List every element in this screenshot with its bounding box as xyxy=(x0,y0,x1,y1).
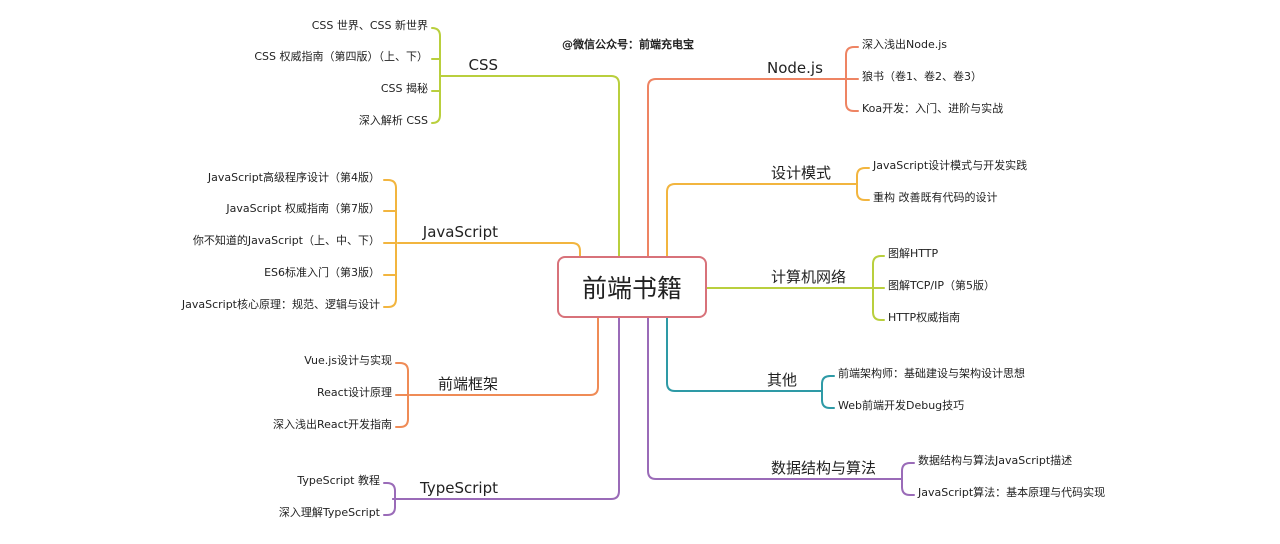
connector-1 xyxy=(397,242,581,257)
bracket-arm-0-3 xyxy=(431,114,441,124)
bracket-arm-4-2 xyxy=(845,102,859,112)
bracket-arm-1-0 xyxy=(383,179,397,189)
leaf-label: 狼书（卷1、卷2、卷3） xyxy=(862,70,982,83)
leaf-label: 图解HTTP xyxy=(888,247,939,260)
bracket-arm-8-0 xyxy=(901,462,915,472)
bracket-arm-3-1 xyxy=(383,506,396,516)
bracket-arm-5-1 xyxy=(856,191,870,201)
bracket-arm-5-0 xyxy=(856,167,870,177)
bracket-arm-2-0 xyxy=(395,362,409,372)
leaf-label: 图解TCP/IP（第5版） xyxy=(888,279,995,292)
bracket-arm-7-0 xyxy=(821,375,835,385)
leaf-label: JavaScript设计模式与开发实践 xyxy=(873,159,1028,172)
leaf-label: 深入解析 CSS xyxy=(358,114,428,127)
leaf-label: 数据结构与算法JavaScript描述 xyxy=(918,454,1073,467)
bracket-arm-4-0 xyxy=(845,46,859,56)
connector-4 xyxy=(647,78,847,257)
branch-label: 数据结构与算法 xyxy=(771,459,877,477)
leaf-label: 你不知道的JavaScript（上、中、下） xyxy=(192,234,380,247)
bracket-arm-0-0 xyxy=(431,27,441,37)
leaf-label: 重构 改善既有代码的设计 xyxy=(873,191,998,204)
leaf-label: CSS 权威指南（第四版）（上、下） xyxy=(254,50,428,63)
leaf-label: 前端架构师：基础建设与架构设计思想 xyxy=(838,367,1025,380)
branch-label: CSS xyxy=(468,56,498,74)
branch-label: 设计模式 xyxy=(771,164,832,182)
connector-7 xyxy=(666,317,823,392)
leaf-label: TypeScript 教程 xyxy=(297,474,380,487)
leaf-label: 深入理解TypeScript xyxy=(278,506,380,519)
connector-3 xyxy=(392,317,620,500)
branch-label: 其他 xyxy=(767,371,798,389)
leaf-label: JavaScript 权威指南（第7版） xyxy=(226,202,380,215)
branch-label: TypeScript xyxy=(420,479,498,497)
root-node: 前端书籍 xyxy=(557,256,707,318)
bracket-arm-8-1 xyxy=(901,486,915,496)
bracket-arm-3-0 xyxy=(383,482,396,492)
credit-text: @微信公众号：前端充电宝 xyxy=(562,38,694,51)
leaf-label: HTTP权威指南 xyxy=(888,311,961,324)
leaf-label: JavaScript核心原理：规范、逻辑与设计 xyxy=(181,298,380,311)
leaf-label: 深入浅出Node.js xyxy=(862,38,947,51)
branch-label: Node.js xyxy=(767,59,823,77)
connector-2 xyxy=(409,317,599,396)
leaf-label: JavaScript高级程序设计（第4版） xyxy=(207,171,380,184)
leaf-label: Koa开发：入门、进阶与实战 xyxy=(862,102,1004,115)
bracket-arm-1-4 xyxy=(383,298,397,308)
bracket-arm-6-2 xyxy=(872,311,885,321)
leaf-label: JavaScript算法：基本原理与代码实现 xyxy=(918,486,1106,499)
connector-5 xyxy=(666,183,858,257)
leaf-label: Web前端开发Debug技巧 xyxy=(838,399,965,412)
leaf-label: CSS 揭秘 xyxy=(380,82,428,95)
branch-label: JavaScript xyxy=(422,223,498,241)
leaf-label: CSS 世界、CSS 新世界 xyxy=(311,19,428,32)
branch-label: 前端框架 xyxy=(437,375,498,393)
leaf-label: React设计原理 xyxy=(316,386,392,399)
bracket-arm-2-2 xyxy=(395,418,409,428)
leaf-label: 深入浅出React开发指南 xyxy=(272,418,392,431)
bracket-arm-6-0 xyxy=(872,255,885,265)
connector-8 xyxy=(647,317,903,480)
leaf-label: Vue.js设计与实现 xyxy=(304,354,392,367)
bracket-arm-7-1 xyxy=(821,399,835,409)
connector-0 xyxy=(439,75,620,257)
leaf-label: ES6标准入门（第3版） xyxy=(264,266,380,279)
branch-label: 计算机网络 xyxy=(771,268,847,286)
